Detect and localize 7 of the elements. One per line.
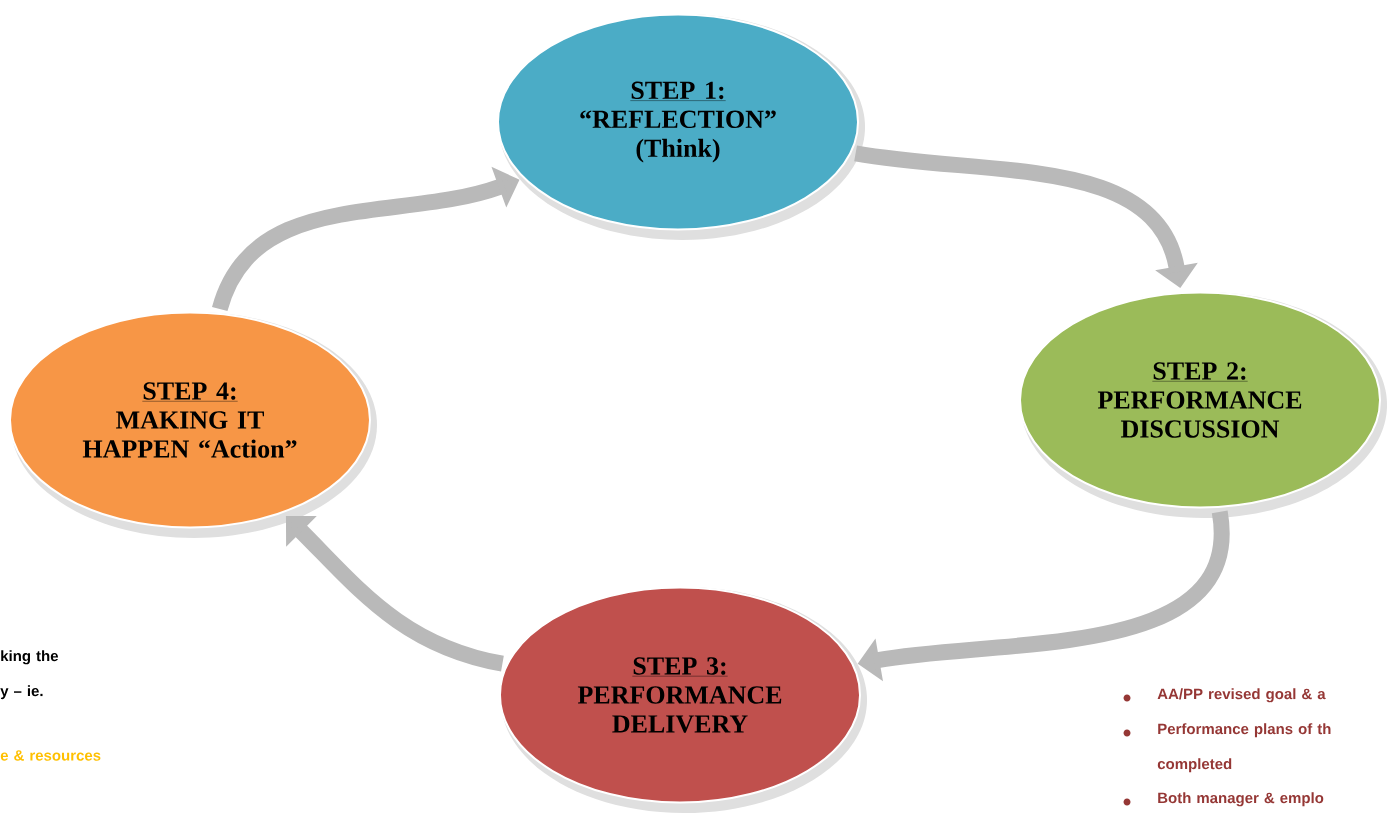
note-text: king the [1,650,58,665]
note-text: Both manager & emplo [1158,792,1324,807]
curved-arrow [285,515,505,672]
note-text: y – ie. [0,685,43,700]
note-text: AA/PP revised goal & a [1157,688,1326,703]
note-text: e & resources [0,750,101,761]
note-text: Performance plans of th completed [1157,723,1331,773]
